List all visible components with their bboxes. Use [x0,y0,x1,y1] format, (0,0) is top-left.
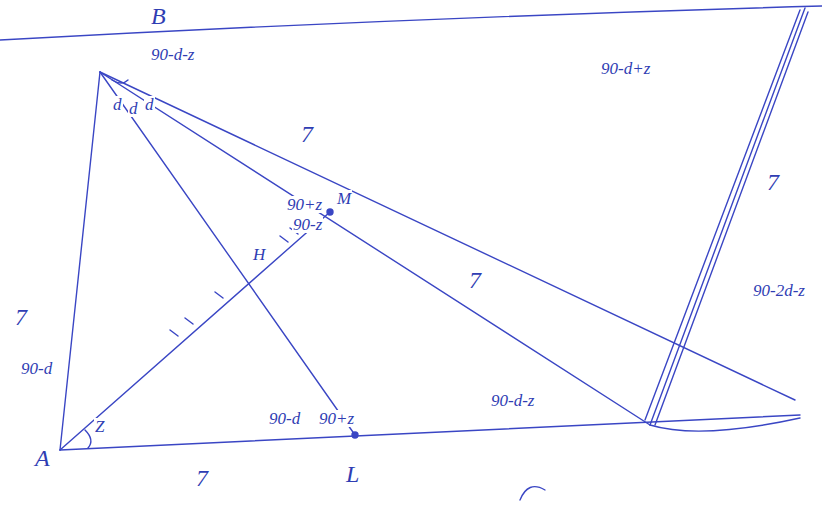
angle-label: 90-d [20,360,53,377]
angle-label: 7 [766,170,780,194]
angle-label: d [128,100,139,117]
angle-label: d [144,96,155,113]
angle-label: 7 [300,122,314,146]
angle-arc [85,430,91,448]
top-line [0,6,822,40]
point-dot [352,432,358,438]
base-line [60,415,800,450]
angle-label: 90+z [286,196,323,213]
base-scribble [650,418,800,431]
angle-label: H [252,246,266,263]
scribble [520,487,545,500]
angle-label: Z [94,418,105,435]
angle-label: A [34,446,51,470]
angle-label: 7 [195,466,209,490]
angle-label: 90-d [268,410,301,427]
steep-line [645,8,808,425]
angle-label: 90-2d-z [752,282,806,299]
angle-label: 7 [468,268,482,292]
angle-label: d [112,96,123,113]
angle-label: 90-z [292,216,323,233]
angle-label: 90-d-z [490,392,535,409]
point-dot [327,209,333,215]
angle-label: 90-d+z [600,60,651,77]
segment-bc [100,72,650,425]
angle-label: M [336,190,352,207]
angle-label: 7 [14,305,28,329]
tick-marks [170,228,298,336]
angle-label: B [150,4,167,28]
segment-am [60,212,330,450]
side-ab [60,72,100,450]
angle-arc [112,80,128,83]
segment-bd [100,72,795,400]
angle-label: L [345,462,360,486]
angle-label: 90-d-z [150,46,195,63]
angle-label: 90+z [318,410,355,427]
